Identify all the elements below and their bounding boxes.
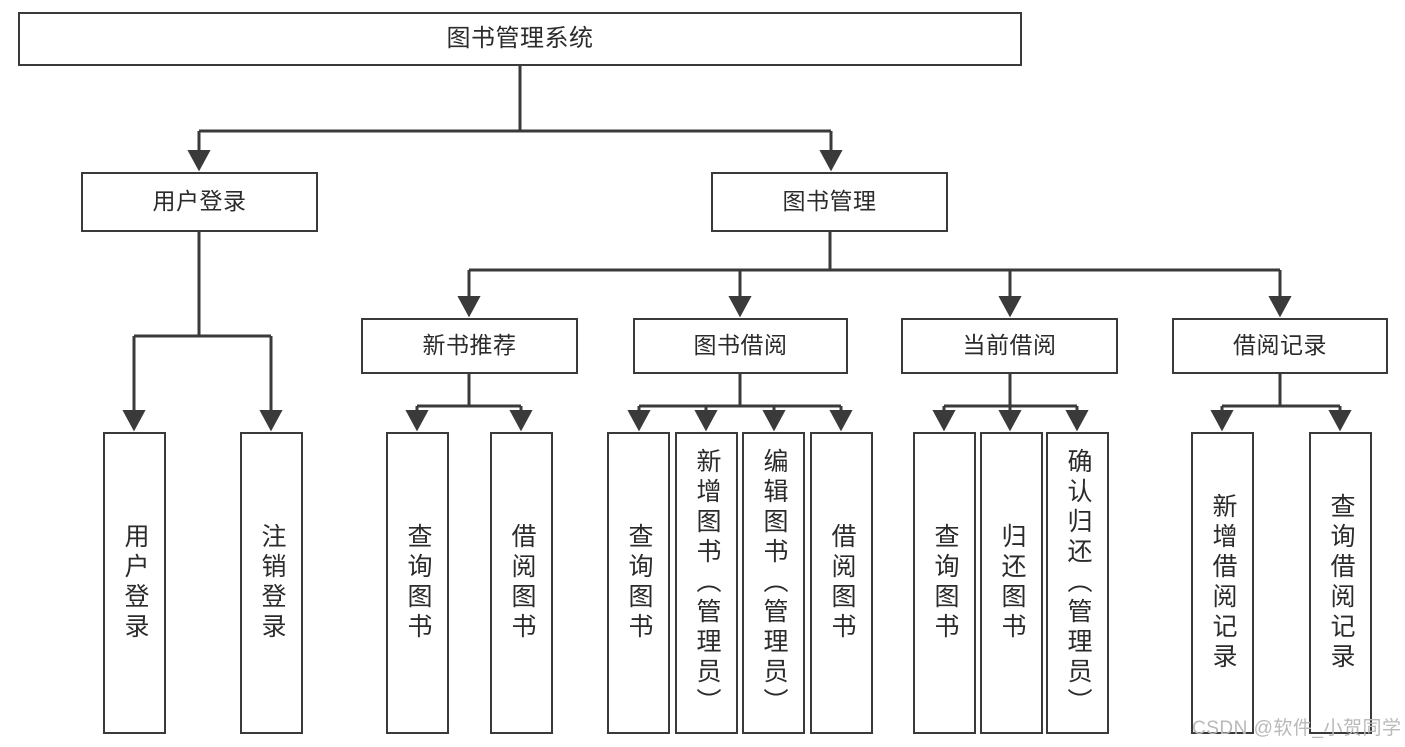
leaf-user-login-signout[interactable]: 注销登录 — [240, 432, 303, 734]
node-label: 归还图书 — [998, 523, 1026, 643]
node-book-borrow[interactable]: 图书借阅 — [633, 318, 848, 374]
node-label: 查询借阅记录 — [1327, 493, 1355, 673]
leaf-current-query-book[interactable]: 查询图书 — [913, 432, 976, 734]
node-label: 用户登录 — [152, 188, 247, 215]
node-label: 编辑图书（管理员） — [760, 448, 788, 718]
leaf-user-login-signin[interactable]: 用户登录 — [103, 432, 166, 734]
node-new-book-recommend[interactable]: 新书推荐 — [361, 318, 578, 374]
node-label: 查询图书 — [404, 523, 432, 643]
node-label: 确认归还（管理员） — [1064, 448, 1092, 718]
leaf-records-query-record[interactable]: 查询借阅记录 — [1309, 432, 1372, 734]
leaf-current-confirm-return-admin[interactable]: 确认归还（管理员） — [1046, 432, 1109, 734]
node-label: 新增图书（管理员） — [693, 448, 721, 718]
node-label: 借阅图书 — [508, 523, 536, 643]
node-label: 查询图书 — [625, 523, 653, 643]
node-user-login[interactable]: 用户登录 — [81, 172, 318, 232]
node-label: 借阅记录 — [1233, 332, 1327, 359]
node-label: 查询图书 — [931, 523, 959, 643]
leaf-borrow-borrow-book[interactable]: 借阅图书 — [810, 432, 873, 734]
leaf-borrow-add-book-admin[interactable]: 新增图书（管理员） — [675, 432, 738, 734]
leaf-borrow-query-book[interactable]: 查询图书 — [607, 432, 670, 734]
leaf-new-book-borrow[interactable]: 借阅图书 — [490, 432, 553, 734]
node-label: 当前借阅 — [962, 332, 1057, 359]
node-label: 注销登录 — [258, 523, 286, 643]
csdn-watermark: CSDN @软件_小贺同学 — [1192, 718, 1402, 739]
leaf-current-return-book[interactable]: 归还图书 — [980, 432, 1043, 734]
node-label: 图书管理 — [782, 188, 877, 215]
node-book-management[interactable]: 图书管理 — [711, 172, 948, 232]
node-label: 用户登录 — [121, 523, 149, 643]
node-label: 图书管理系统 — [446, 24, 594, 52]
node-label: 图书借阅 — [693, 332, 788, 359]
leaf-borrow-edit-book-admin[interactable]: 编辑图书（管理员） — [742, 432, 805, 734]
node-borrow-records[interactable]: 借阅记录 — [1172, 318, 1388, 374]
leaf-records-add-record[interactable]: 新增借阅记录 — [1191, 432, 1254, 734]
node-current-borrow[interactable]: 当前借阅 — [901, 318, 1118, 374]
node-label: 借阅图书 — [828, 523, 856, 643]
leaf-new-book-query[interactable]: 查询图书 — [386, 432, 449, 734]
node-label: 新书推荐 — [422, 332, 517, 359]
node-label: 新增借阅记录 — [1209, 493, 1237, 673]
node-system-root[interactable]: 图书管理系统 — [18, 12, 1022, 66]
